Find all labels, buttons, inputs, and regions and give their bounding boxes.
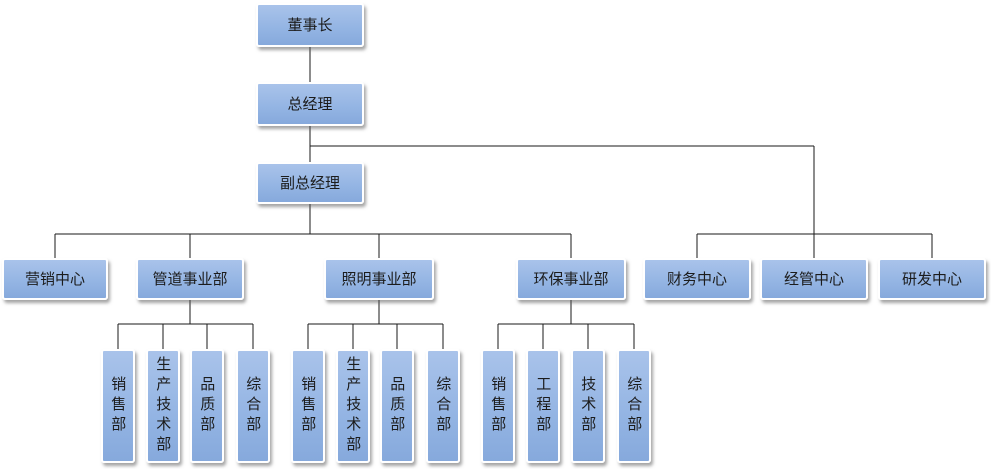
general-manager-box: 总经理 [256, 82, 364, 126]
pipeline-production-tech-dept-box: 生产技术部 [146, 349, 180, 463]
pipeline-quality-dept-box: 品质部 [190, 349, 224, 463]
lighting-quality-dept-box: 品质部 [380, 349, 414, 463]
lighting-division-box: 照明事业部 [324, 258, 434, 300]
environment-sales-dept-box: 销售部 [481, 349, 515, 463]
pipeline-sales-dept-box: 销售部 [101, 349, 135, 463]
lighting-sales-dept-box: 销售部 [291, 349, 325, 463]
finance-center-box: 财务中心 [643, 258, 751, 300]
marketing-center-box: 营销中心 [2, 258, 108, 300]
lighting-production-tech-dept-box: 生产技术部 [336, 349, 370, 463]
environment-engineering-dept-box: 工程部 [526, 349, 560, 463]
deputy-general-manager-box: 副总经理 [256, 162, 364, 204]
lighting-general-dept-box: 综合部 [426, 349, 460, 463]
pipeline-general-dept-box: 综合部 [236, 349, 270, 463]
chairman-box: 董事长 [256, 3, 364, 47]
rnd-center-box: 研发中心 [878, 258, 986, 300]
management-center-box: 经管中心 [760, 258, 868, 300]
pipeline-division-box: 管道事业部 [136, 258, 244, 300]
environment-general-dept-box: 综合部 [617, 349, 651, 463]
environment-technology-dept-box: 技术部 [571, 349, 605, 463]
environment-division-box: 环保事业部 [516, 258, 626, 300]
